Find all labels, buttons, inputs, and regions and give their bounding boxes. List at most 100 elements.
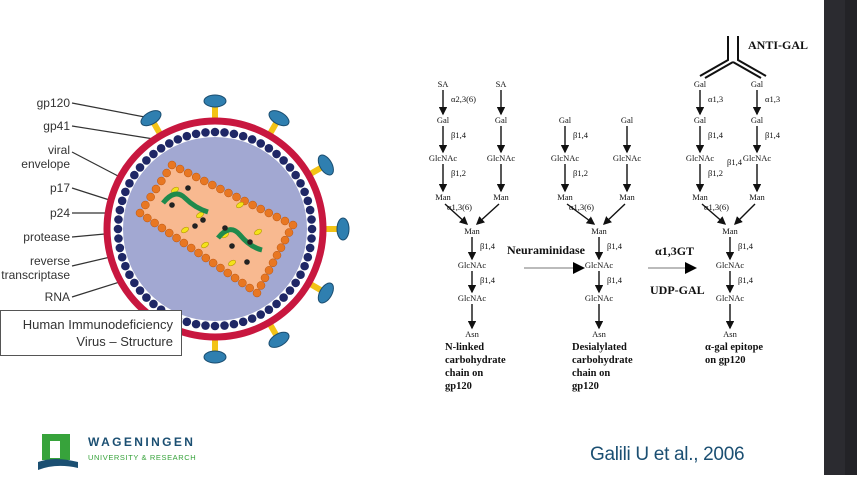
p17-bead xyxy=(256,310,266,319)
sugar-glcnac: GlcNAc xyxy=(487,153,516,163)
linkage-label: β1,4 xyxy=(480,241,496,251)
capsid-bead xyxy=(230,273,240,283)
p17-bead xyxy=(117,252,127,262)
gp120-head xyxy=(203,350,227,364)
p17-bead xyxy=(220,321,229,330)
sugar-gal: Gal xyxy=(751,115,764,125)
step1-arrowhead xyxy=(573,262,585,274)
capsid-bead xyxy=(150,218,159,228)
sugar-asn: Asn xyxy=(723,329,737,339)
chain-caption-line: N-linked xyxy=(445,342,484,353)
sugar-man: Man xyxy=(619,192,635,202)
p17-bead xyxy=(125,270,134,280)
sugar-man: Man xyxy=(692,192,708,202)
capsid-bead xyxy=(216,263,225,273)
sugar-glcnac: GlcNAc xyxy=(458,293,487,303)
p17-bead xyxy=(238,131,248,141)
gp120-spike xyxy=(203,337,227,364)
bond-arrow xyxy=(475,203,500,225)
reverse-transcriptase xyxy=(228,259,236,267)
p17-bead xyxy=(191,319,201,329)
gp120-spike xyxy=(323,217,350,241)
linkage-label: β1,4 xyxy=(607,241,623,251)
sugar-gal: Gal xyxy=(495,115,508,125)
p17-bead xyxy=(173,135,183,144)
citation-text: Galili U et al., 2006 xyxy=(590,444,745,465)
p17-bead xyxy=(229,129,239,139)
wur-logo-icon xyxy=(38,434,78,470)
p17-bead xyxy=(114,234,123,243)
p17-bead xyxy=(247,314,257,323)
p17-bead xyxy=(121,187,130,197)
p17-bead xyxy=(296,270,305,280)
virus-labels: gp120 gp41 viral envelope p17 p24 protea… xyxy=(1,96,70,304)
label-p24: p24 xyxy=(50,206,70,220)
linkage-label: β1,4 xyxy=(727,157,743,167)
capsid-bead xyxy=(165,228,174,238)
p17-bead xyxy=(125,178,134,188)
virus-caption-box: Human Immunodeficiency Virus – Structure xyxy=(0,310,182,356)
a13gt-label: α1,3GT xyxy=(655,244,694,258)
capsid-bead xyxy=(146,192,155,202)
dark-side-panel xyxy=(824,0,857,475)
capsid-bead xyxy=(183,168,193,178)
p17-bead xyxy=(279,293,288,302)
gp41-stem xyxy=(212,105,218,121)
sugar-man: Man xyxy=(435,192,451,202)
linkage-label: α1,3(6) xyxy=(447,202,472,212)
wageningen-logo[interactable] xyxy=(38,432,83,477)
neuraminidase-label: Neuraminidase xyxy=(507,243,586,257)
p17-bead xyxy=(220,128,229,137)
capsid-bead xyxy=(135,208,145,218)
p17-bead xyxy=(121,261,130,271)
p17-bead xyxy=(272,299,281,309)
step2-arrowhead xyxy=(685,262,697,274)
caption-line-2: Virus – Structure xyxy=(76,334,173,349)
chain-caption-line: α-gal epitope xyxy=(705,342,763,353)
alpha-gal-pathway-diagram: SAα2,3(6)Galβ1,4GlcNAcβ1,2Manα1,3(6)SAGa… xyxy=(429,36,808,392)
bond-arrow xyxy=(701,203,727,225)
gp41-stem xyxy=(212,337,218,353)
sugar-glcnac: GlcNAc xyxy=(716,260,745,270)
capsid-bead xyxy=(179,238,189,248)
capsid-bead xyxy=(141,200,150,210)
linkage-label: α2,3(6) xyxy=(451,94,476,104)
gp120-head xyxy=(317,282,334,304)
p17-bead xyxy=(291,278,300,288)
scrollbar-track[interactable] xyxy=(845,0,857,475)
p17-bead xyxy=(114,215,123,224)
protease xyxy=(229,243,235,249)
sugar-gal: Gal xyxy=(559,115,572,125)
linkage-label: β1,2 xyxy=(451,168,466,178)
sugar-man: Man xyxy=(464,226,480,236)
protease xyxy=(244,259,250,265)
presentation-slide: gp120 gp41 viral envelope p17 p24 protea… xyxy=(0,36,809,477)
chain-caption-line: Desialylated xyxy=(572,342,627,353)
caption-line-1: Human Immunodeficiency xyxy=(22,317,173,332)
bond-arrow xyxy=(444,203,469,225)
p17-bead xyxy=(303,252,313,262)
p17-bead xyxy=(130,170,139,180)
sugar-glcnac: GlcNAc xyxy=(613,153,642,163)
capsid-bead xyxy=(276,243,286,252)
logo-wordmark: WAGENINGEN xyxy=(88,435,196,449)
sugar-gal: Gal xyxy=(437,115,450,125)
capsid-bead xyxy=(256,281,266,290)
capsid-bead xyxy=(272,250,282,260)
capsid-bead xyxy=(245,283,254,293)
sugar-man: Man xyxy=(722,226,738,236)
label-transcriptase: transcriptase xyxy=(1,268,70,282)
linkage-label: β1,4 xyxy=(738,275,754,285)
capsid-bead xyxy=(264,266,274,275)
reverse-transcriptase xyxy=(181,226,189,234)
linkage-label: β1,4 xyxy=(765,130,781,140)
sugar-glcnac: GlcNAc xyxy=(716,293,745,303)
gp120-head xyxy=(268,331,290,348)
chain-caption-line: on gp120 xyxy=(705,355,746,366)
sugar-man: Man xyxy=(557,192,573,202)
capsid-bead xyxy=(232,192,241,202)
p17-bead xyxy=(130,278,139,288)
chain-caption-line: chain on xyxy=(572,368,610,379)
p17-bead xyxy=(272,149,281,159)
p17-bead xyxy=(291,170,300,180)
